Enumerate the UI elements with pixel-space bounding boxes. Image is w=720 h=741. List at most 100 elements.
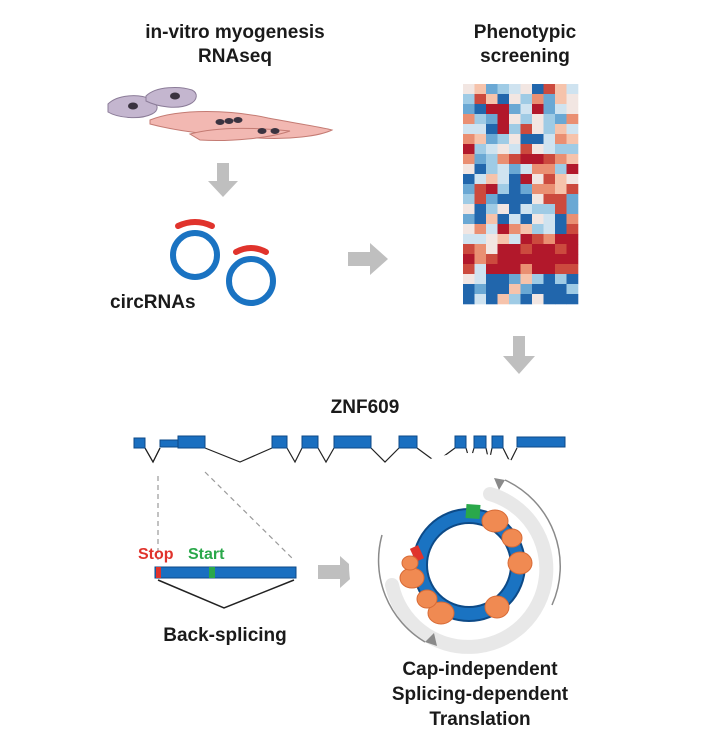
heatmap-cell [509,204,521,215]
heatmap-cell [532,174,544,185]
heatmap-cell [497,104,510,115]
stop-label: Stop [138,546,174,563]
heatmap-cell [555,214,567,225]
heatmap-cell [509,254,521,265]
heatmap-cell [520,134,533,145]
heatmap-cell [463,204,475,215]
heatmap-cell [486,244,498,255]
heatmap-cell [497,214,510,225]
heatmap-cell [486,254,498,265]
arrow-down-cells [208,163,238,197]
heatmap-cell [555,174,567,185]
heatmap-cell [532,144,544,155]
heatmap-cell [509,174,521,185]
myogenesis-title-line2: RNAseq [198,46,272,67]
heatmap-cell [497,254,510,265]
heatmap-cell [486,164,498,175]
back-spliced-exon [154,566,297,609]
heatmap-cell [532,114,544,125]
heatmap-cell [520,254,533,265]
heatmap-cell [474,274,487,285]
arrow-right-circrna [348,243,388,275]
heatmap-cell [463,154,475,165]
heatmap-cell [474,104,487,115]
heatmap-cell [509,124,521,135]
heatmap-cell [555,184,567,195]
heatmap-cell [520,94,533,105]
heatmap-cell [486,214,498,225]
heatmap-cell [520,164,533,175]
exon-1 [133,437,146,449]
heatmap-cell [566,174,579,185]
heatmap-cell [566,204,579,215]
heatmap-cell [532,274,544,285]
heatmap-cell [497,284,510,295]
heatmap-cell [497,184,510,195]
heatmap-cell [509,84,521,95]
heatmap-cell [543,114,556,125]
heatmap-cell [474,234,487,245]
heatmap-cell [555,284,567,295]
heatmap-cell [543,164,556,175]
heatmap-cell [509,94,521,105]
ribosome-icon [399,509,533,625]
heatmap-cell [532,134,544,145]
heatmap-cell [555,164,567,175]
heatmap-cell [555,234,567,245]
heatmap-cell [486,134,498,145]
heatmap-cell [566,274,579,285]
heatmap-cell [509,214,521,225]
heatmap-cell [520,224,533,235]
heatmap-cell [543,214,556,225]
heatmap-cell [555,114,567,125]
heatmap-cell [486,274,498,285]
heatmap-cell [474,124,487,135]
heatmap-cell [474,174,487,185]
heatmap-cell [509,154,521,165]
heatmap-cell [509,224,521,235]
heatmap-cell [566,164,579,175]
heatmap-cell [566,264,579,275]
heatmap-cell [463,114,475,125]
heatmap-cell [543,184,556,195]
heatmap-cell [520,174,533,185]
heatmap-cell [497,224,510,235]
heatmap-cell [474,264,487,275]
heatmap-cell [497,264,510,275]
heatmap-cell [509,294,521,305]
exon-2a [159,439,179,448]
heatmap-cell [555,104,567,115]
heatmap-cell [532,224,544,235]
heatmap-cell [463,104,475,115]
heatmap-cell [497,134,510,145]
heatmap-cell [566,234,579,245]
stop-codon-marker [156,567,161,578]
heatmap-cell [532,164,544,175]
heatmap-cell [486,114,498,125]
exon-6 [398,435,418,449]
heatmap-cell [566,294,579,305]
heatmap-cell [520,284,533,295]
heatmap-cell [463,294,475,305]
heatmap-cell [497,84,510,95]
heatmap-cell [555,294,567,305]
arrow-down-screening [503,336,535,374]
heatmap-cell [566,284,579,295]
exon-9 [491,435,504,449]
translation-label-line3: Translation [429,709,531,730]
heatmap-cell [532,124,544,135]
translation-label-line2: Splicing-dependent [391,684,569,705]
heatmap-cell [474,244,487,255]
heatmap-cell [497,144,510,155]
heatmap-cell [532,234,544,245]
heatmap-cell [543,254,556,265]
flow-arrows [208,163,535,588]
heatmap-cell [520,124,533,135]
heatmap-cell [474,84,487,95]
heatmap-cell [486,194,498,205]
heatmap-cell [463,124,475,135]
heatmap-cell [543,274,556,285]
heatmap-cell [555,264,567,275]
heatmap-cell [463,244,475,255]
